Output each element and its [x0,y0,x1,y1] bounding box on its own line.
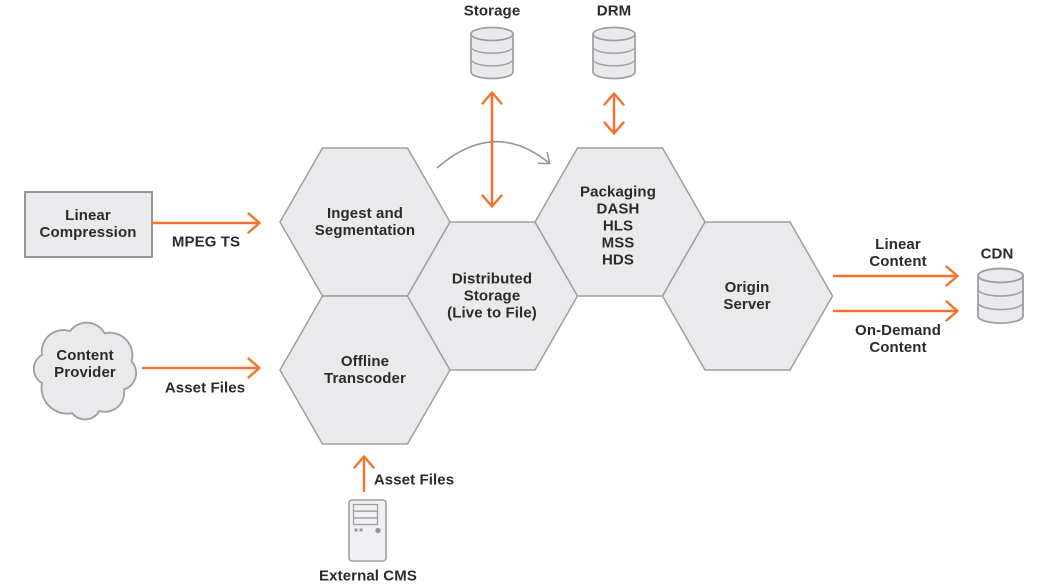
linear-content-edge-label: Linear Content [869,236,927,270]
offline-transcoder-label: Offline Transcoder [324,353,406,387]
content-provider-cloud-icon [32,321,137,421]
on-demand-content-edge-label: On-Demand Content [855,322,941,356]
external-cms-label: External CMS [319,567,417,585]
mpeg-ts-edge-label: MPEG TS [171,233,241,251]
asset-files-provider-edge-label: Asset Files [164,379,246,397]
ingest-segmentation-label: Ingest and Segmentation [314,205,416,239]
linear-compression-box [24,191,153,258]
linear-compression-label: Linear Compression [39,207,137,241]
asset-files-cms-edge-label: Asset Files [373,471,455,489]
hexagon-origin-server [661,221,834,371]
storage-label: Storage [463,2,521,20]
packaging-label: Packaging DASH HLS MSS HDS [580,183,656,269]
drm-database-icon [592,26,636,80]
origin-server-label: Origin Server [723,279,771,313]
content-provider-label: Content Provider [54,347,116,381]
storage-database-icon [470,26,514,80]
distributed-storage-label: Distributed Storage (Live to File) [447,270,537,322]
drm-label: DRM [596,2,632,20]
cdn-label: CDN [980,245,1014,263]
external-cms-tower-icon [348,499,387,562]
cdn-database-icon [977,267,1024,325]
